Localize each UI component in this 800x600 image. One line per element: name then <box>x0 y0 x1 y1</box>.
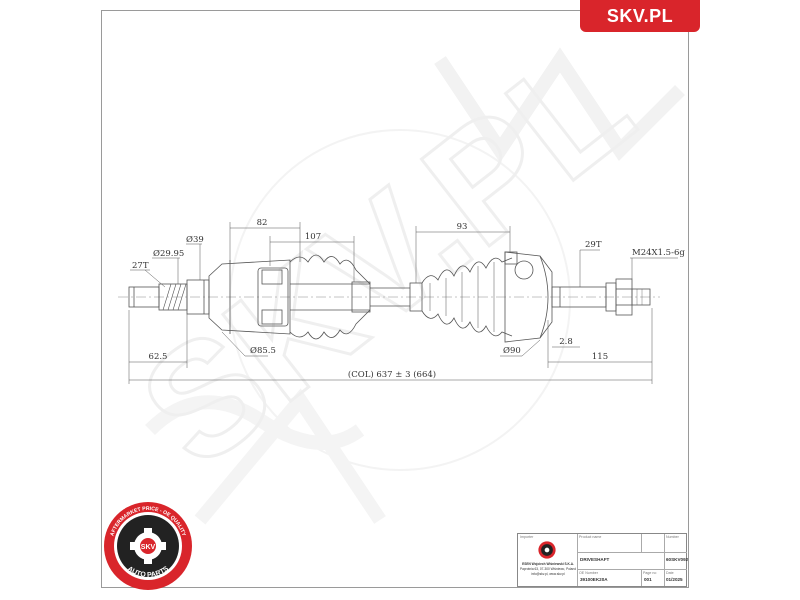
tripod <box>257 267 289 327</box>
inner-boot <box>289 254 371 340</box>
dim-93: 93 <box>457 222 468 232</box>
dim-d90: Ø90 <box>503 345 521 356</box>
dim-82: 82 <box>257 218 268 228</box>
seal-inner-text: SKV <box>141 544 156 551</box>
brand-badge[interactable]: SKV.PL <box>580 0 700 32</box>
oe-label: OE Number <box>579 571 598 575</box>
dim-m24: M24X1.5-6g <box>632 248 685 258</box>
importer-logo-icon <box>538 541 556 559</box>
title-block: Importer ESEN Wojciech Wiśniewski S.K.A.… <box>517 533 689 587</box>
dim-115: 115 <box>592 352 608 362</box>
outer-boot <box>421 257 513 337</box>
quality-seal: SKV AFTERMARKET PRICE - OE QUALITY AUTO … <box>104 502 192 590</box>
product-value: DRIVESHAFT <box>580 557 610 562</box>
importer-name: ESEN Wojciech Wiśniewski S.K.A. <box>522 562 574 566</box>
dim-29t: 29T <box>585 240 602 250</box>
dim-d855: Ø85.5 <box>250 345 276 356</box>
thread <box>631 288 651 306</box>
dim-total: (COL) 637 ± 3 (664) <box>348 369 436 380</box>
product-label: Product name <box>579 535 602 539</box>
dim-27t: 27T <box>132 261 149 271</box>
importer-contact: info@skv.pl, www.skv.pl <box>531 572 565 576</box>
boot-clamp-left <box>351 281 371 313</box>
dim-d2995: Ø29.95 <box>153 248 184 259</box>
importer-label: Importer <box>520 535 534 539</box>
number-label: Number <box>666 535 679 539</box>
page-label: Page no <box>643 571 657 575</box>
inner-joint-housing <box>208 259 291 335</box>
oe-value: 39100EK20A <box>580 577 608 582</box>
date-label: Date <box>666 571 674 575</box>
dim-625: 62.5 <box>149 352 168 362</box>
dim-d39: Ø39 <box>186 234 204 245</box>
page-value: 001 <box>644 577 652 582</box>
dim-28: 2.8 <box>559 337 573 347</box>
number-value: 60SKV092 <box>666 557 689 562</box>
drawing-frame <box>101 10 689 588</box>
dim-107: 107 <box>305 232 321 242</box>
importer-address: Paprotnia 63, 07-300 Wiśniewo, Poland <box>520 567 576 571</box>
date-value: 01/2025 <box>666 577 683 582</box>
